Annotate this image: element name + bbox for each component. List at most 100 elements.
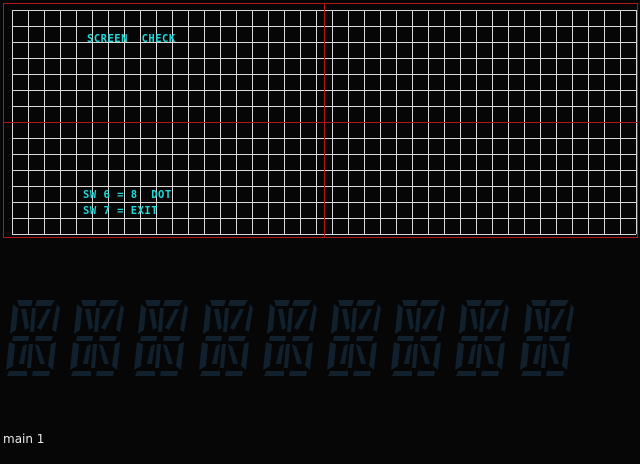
digit-segment [99,344,110,364]
digit-segment [420,300,441,306]
digit-segment [459,304,468,334]
switch-7-instruction: SW 7 = EXIT [83,205,159,217]
digit-segment [293,309,308,330]
digit-segment [160,371,179,376]
digit-segment [395,304,404,334]
digit-segment [392,371,413,376]
digit-segment [101,309,116,330]
digit-segment [180,304,189,332]
digit-segment [532,344,541,364]
digit-segment [391,342,401,370]
digit-segment [91,344,98,368]
segment-digit [455,300,510,376]
digit-segment [484,300,505,306]
digit-segment [331,304,339,334]
digit-segment [540,344,547,368]
digit-segment [333,336,350,341]
digit-segment [70,342,80,370]
digit-segment [417,371,436,376]
digit-segment [149,309,158,330]
digit-segment [468,344,477,364]
digit-segment [530,300,547,306]
digit-segment [520,371,541,376]
digit-segment [48,342,56,370]
digit-segment [17,300,33,306]
digit-segment [466,300,483,306]
digit-segment [283,344,290,368]
digit-segment [227,300,248,306]
status-label: main 1 [3,432,45,446]
digit-segment [135,371,156,376]
digit-segment [369,342,377,370]
digit-segment [402,300,419,306]
digit-segment [21,309,29,330]
digit-segment [484,344,495,364]
digit-segment [94,308,101,332]
digit-segment [163,336,182,341]
digit-segment [266,304,275,334]
screen-check-title: SCREEN CHECK [87,33,176,45]
digit-segment [415,308,422,332]
digit-segment [263,371,284,376]
digit-segment [484,336,503,341]
digit-segment [476,344,483,368]
digit-segment [304,342,313,370]
digit-segment [470,309,479,330]
digit-segment [35,300,55,306]
digit-segment [291,344,302,364]
digit-segment [456,371,477,376]
digit-segment [406,309,415,330]
digit-segment [348,344,354,368]
segment-digit [391,300,446,376]
digit-segment [519,342,529,370]
digit-segment [565,304,574,332]
digit-segment [6,342,15,370]
digit-segment [35,336,53,341]
digit-segment [268,336,286,341]
digit-segment [219,344,226,368]
segment-digit [519,300,574,376]
digit-segment [52,304,60,332]
digit-segment [27,344,33,368]
digit-segment [227,344,238,364]
digit-segment [275,344,284,364]
segment-digit [327,300,381,376]
digit-segment [461,336,479,341]
digit-segment [277,309,286,330]
segment-digit [70,300,125,376]
digit-segment [548,300,569,306]
digit-segment [338,300,354,306]
digit-segment [155,344,162,368]
digit-segment [308,304,317,332]
digit-segment [116,304,125,332]
digit-segment [32,371,50,376]
digit-segment [262,342,272,370]
digit-segment [356,300,376,306]
digit-segment [328,371,348,376]
digit-segment [420,336,439,341]
digit-segment [286,308,293,332]
digit-segment [244,304,253,332]
digit-segment [213,309,222,330]
digit-segment [340,344,348,364]
digit-segment [433,342,442,370]
digit-segment [10,304,18,334]
digit-segment [545,371,564,376]
digit-segment [209,300,226,306]
digit-segment [437,304,446,332]
digit-segment [291,300,312,306]
segment-display [0,296,640,376]
digit-segment [412,344,419,368]
digit-segment [35,344,45,364]
digit-segment [455,342,465,370]
digit-segment [140,336,158,341]
digit-segment [327,342,336,370]
digit-segment [211,344,220,364]
digit-segment [479,308,486,332]
digit-segment [199,371,220,376]
digit-segment [548,344,559,364]
digit-segment [358,309,372,330]
digit-segment [37,309,51,330]
digit-segment [534,309,543,330]
digit-segment [147,344,156,364]
